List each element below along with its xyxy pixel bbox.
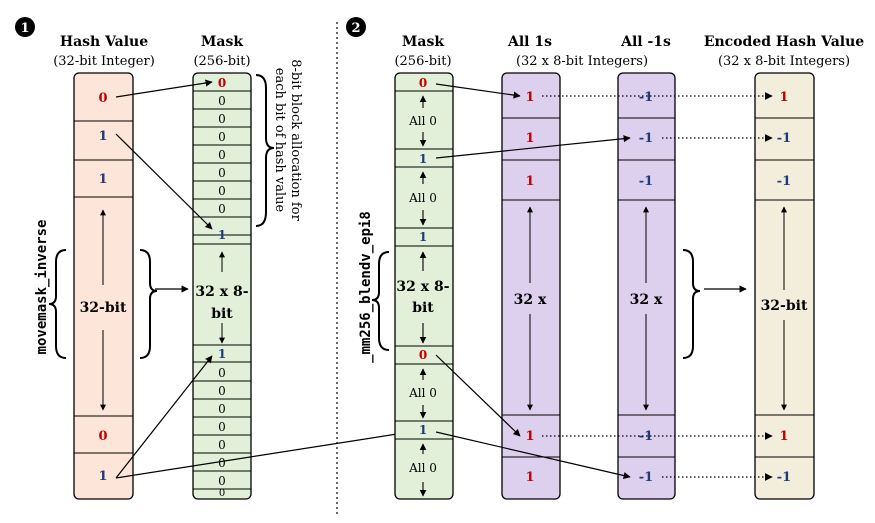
mask2-cell: 0 [419,348,427,362]
hash-left-brace [48,249,67,359]
hash-bit-0: 0 [98,91,107,106]
neg-cell: -1 [639,174,653,189]
mask1-cell: 0 [218,112,226,126]
mask2-cell: 0 [419,76,427,90]
hash-right-brace [139,249,158,359]
mask1-cell: 0 [218,402,226,416]
mask2-cell: 1 [419,230,427,244]
blendv-label: _mm256_blendv_epi8 [358,211,374,363]
mask1-cell: bit [211,306,233,322]
mask2-left-brace [371,251,390,351]
part2-number: 2 [351,21,360,36]
block-allocation-brace [255,74,275,227]
neg-cell: -1 [639,470,653,485]
ones-cell: 1 [525,131,534,146]
mask2-cell: 32 x 8- [396,279,449,295]
encoded-cell: -1 [777,174,791,189]
mask1-title: Mask [201,34,243,50]
mask1-cell: 0 [218,384,226,398]
hash-value-subtitle: (32-bit Integer) [53,54,155,69]
hash-bit-1: 1 [98,129,107,144]
mask2-cell: 1 [419,152,427,166]
mask2-column [394,72,454,500]
hash-bit-31: 1 [98,469,107,484]
encoded-cell: -1 [777,131,791,146]
hash-bit-2: 1 [98,172,107,187]
all-ones-column [501,72,561,500]
blend-arrows [435,83,631,480]
mask1-cell: 0 [218,202,226,216]
encoded-cell: 1 [779,90,788,105]
mask1-cell: 0 [218,166,226,180]
encoded-cell: 32-bit [761,298,808,314]
neg-cell: -1 [639,90,653,105]
mask1-cell: 0 [218,366,226,380]
mask1-cell: 0 [218,474,226,488]
neg-title: All -1s [620,34,671,50]
ones-cell: 1 [525,174,534,189]
ones-title: All 1s [507,34,552,50]
ones-subtitle: (32 x 8-bit Integers) [516,54,648,69]
mask1-cell: 0 [218,456,226,470]
encoded-cell: -1 [777,470,791,485]
ones-cell: 1 [525,470,534,485]
mask1-cell: 0 [219,488,225,499]
part1-number-badge: 1 [15,17,35,37]
mask2-cell: All 0 [408,191,437,205]
mask1-cell: 0 [218,184,226,198]
mask2-title: Mask [402,34,444,50]
encoded-subtitle: (32 x 8-bit Integers) [718,54,850,69]
movemask-inverse-label: movemask_inverse [34,220,50,355]
mask1-cell: 1 [218,347,226,361]
ones-cell: 32 x [514,292,547,308]
part2-number-badge: 2 [346,17,366,37]
ones-cell: 1 [525,90,534,105]
mask2-cell: bit [412,300,434,316]
mask1-cell: 0 [218,94,226,108]
neg-right-brace [682,249,701,359]
mask2-cell: All 0 [408,461,437,475]
encoded-title: Encoded Hash Value [704,34,864,50]
mask1-subtitle: (256-bit) [193,54,250,69]
mask1-cell: 0 [218,130,226,144]
mask1-cell: 0 [218,420,226,434]
mask1-cell: 0 [218,148,226,162]
mask1-cell: 32 x 8- [195,284,248,300]
neg-cell: 32 x [630,292,663,308]
encoded-hash-column [754,72,815,500]
hash-bit-30: 0 [98,429,107,444]
part1-number: 1 [20,21,29,36]
mask2-cell: 1 [419,423,427,437]
brace-note-line2: each bit of hash value [272,68,287,213]
all-neg-ones-column [617,72,676,500]
hash-value-column [73,72,134,500]
hash-32bit-label: 32-bit [80,300,127,316]
encoded-cell: 1 [779,429,788,444]
mask1-cell: 0 [218,438,226,452]
bit-mapping-arrows [115,79,411,479]
mask1-cell: 0 [218,76,226,90]
mask2-cell: All 0 [408,386,437,400]
ones-cell: 1 [525,429,534,444]
hash-value-title: Hash Value [60,34,148,50]
mask2-cell: All 0 [408,114,437,128]
mask1-column [192,72,252,500]
brace-note-line1: 8-bit block allocation for [288,59,303,221]
mask2-subtitle: (256-bit) [394,54,451,69]
mask1-cell: 1 [218,228,226,242]
neg-cell: -1 [639,131,653,146]
